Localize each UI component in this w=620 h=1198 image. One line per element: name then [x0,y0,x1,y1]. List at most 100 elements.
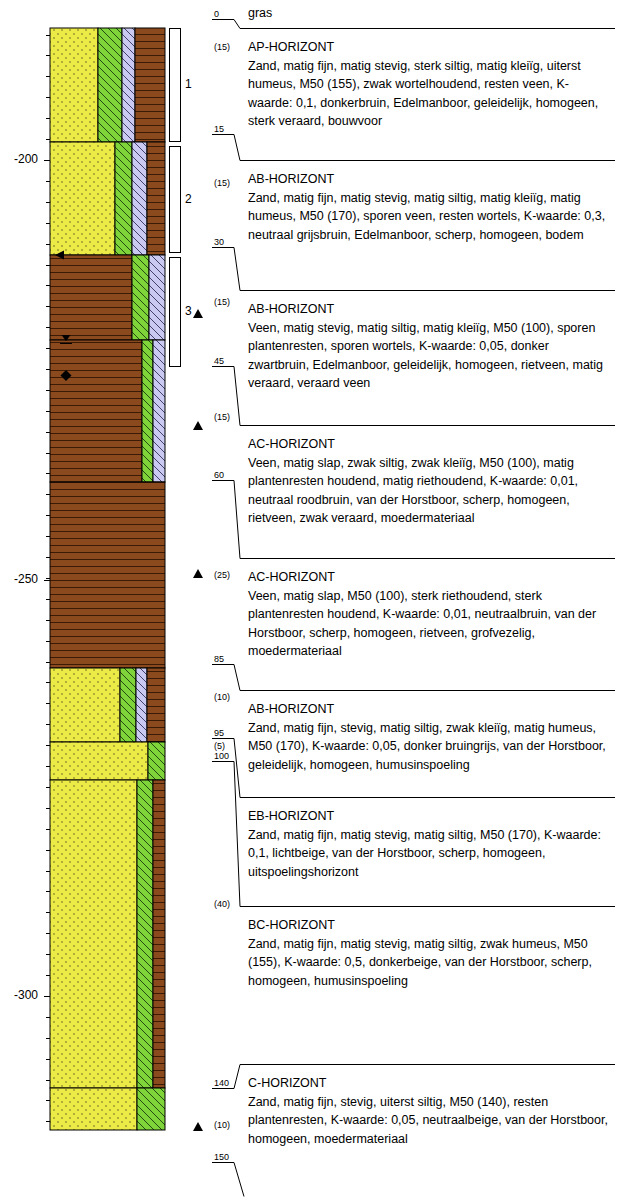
depth-label: 140 [214,1078,229,1088]
elevation-label: -200 [14,153,38,166]
depth-tick [46,620,50,621]
silt-layer [132,255,149,340]
silt-layer [142,340,153,482]
depth-tick [46,1038,50,1039]
depth-label: (40) [214,899,230,909]
marker-triangle [55,251,64,260]
depth-tick [46,871,50,872]
depth-tick [46,473,50,474]
depth-tick [46,682,50,683]
depth-tick [46,1017,50,1018]
depth-tick [46,599,50,600]
depth-label: (15) [214,412,230,422]
depth-label: 15 [214,124,224,134]
water-level-diamond [61,370,72,381]
leader-line [212,20,240,29]
depth-tick [44,580,50,581]
sample-box [170,258,181,367]
clay-layer [153,340,165,482]
peat-layer [147,668,165,742]
clay-layer [132,142,147,255]
depth-tick [46,557,50,558]
depth-tick [46,724,50,725]
depth-tick [46,35,50,36]
horizon-heading: AB-HORIZONT [248,700,611,719]
depth-tick [46,829,50,830]
depth-tick [46,327,50,328]
leader-line [212,739,240,798]
horizon-heading: AB-HORIZONT [248,170,611,189]
horizon-band: AC-HORIZONTVeen, matig slap, zwak siltig… [240,425,615,528]
water-level-symbol [62,335,71,341]
depth-tick [46,641,50,642]
horizon-description: Zand, matig fijn, matig stevig, matig si… [248,189,611,245]
depth-tick [46,1059,50,1060]
depth-label: 150 [214,1152,229,1162]
depth-tick [46,745,50,746]
depth-tick [46,285,50,286]
horizon-description: Zand, matig fijn, matig stevig, matig si… [248,826,611,882]
horizon-heading: C-HORIZONT [248,1074,611,1093]
depth-tick [46,954,50,955]
depth-tick [46,1100,50,1101]
depth-tick [46,453,50,454]
leader-line [212,1163,244,1197]
depth-tick [46,55,50,56]
silt-layer [115,142,132,255]
silt-layer [98,28,122,142]
depth-tick [46,703,50,704]
depth-tick [46,766,50,767]
depth-tick [46,578,50,579]
depth-tick [46,494,50,495]
peat-layer [50,482,165,668]
depth-tick [46,1080,50,1081]
depth-tick [46,808,50,809]
silt-layer [148,742,165,780]
depth-label: 60 [214,470,224,480]
depth-label: (15) [214,297,230,307]
depth-tick [46,97,50,98]
depth-tick [46,787,50,788]
depth-tick [46,139,50,140]
horizon-heading: EB-HORIZONT [248,807,611,826]
horizon-band: AB-HORIZONTVeen, matig stevig, matig sil… [240,290,615,393]
horizon-description: Veen, matig slap, M50 (100), sterk rieth… [248,587,611,661]
peat-layer [153,780,165,1088]
depth-tick [46,181,50,182]
sample-number: 1 [185,78,192,91]
peat-layer [147,142,165,255]
depth-label: (5) [214,741,225,751]
depth-label: 95 [214,728,224,738]
depth-label: 30 [214,237,224,247]
depth-tick [46,118,50,119]
depth-ticks [44,36,50,1122]
depth-label: 0 [214,9,219,19]
depth-tick [46,662,50,663]
clay-layer [122,28,135,142]
horizon-description: Zand, matig fijn, stevig, uiterst siltig… [248,1093,611,1149]
peat-layer [50,340,142,482]
sand-layer [50,28,98,142]
depth-tick [44,160,50,161]
peat-layer [135,28,165,142]
depth-label: (10) [214,692,230,702]
sand-layer [50,742,148,780]
depth-tick [46,432,50,433]
depth-label: 100 [214,751,229,761]
depth-tick [46,975,50,976]
horizon-heading: AC-HORIZONT [248,568,611,587]
sample-box [170,147,181,253]
horizon-band: BC-HORIZONTZand, matig fijn, matig stevi… [240,906,615,990]
surface-label: gras [248,7,272,21]
depth-label: (25) [214,570,230,580]
horizon-band: AC-HORIZONTVeen, matig slap, M50 (100), … [240,558,615,661]
horizon-band: EB-HORIZONTZand, matig fijn, matig stevi… [240,797,615,881]
depth-tick [46,1121,50,1122]
depth-tick [46,536,50,537]
depth-label: 45 [214,356,224,366]
depth-label: (10) [214,1120,230,1130]
horizon-band: AP-HORIZONTZand, matig fijn, matig stevi… [240,28,615,131]
elevation-label: -300 [14,989,38,1002]
horizon-heading: BC-HORIZONT [248,916,611,935]
